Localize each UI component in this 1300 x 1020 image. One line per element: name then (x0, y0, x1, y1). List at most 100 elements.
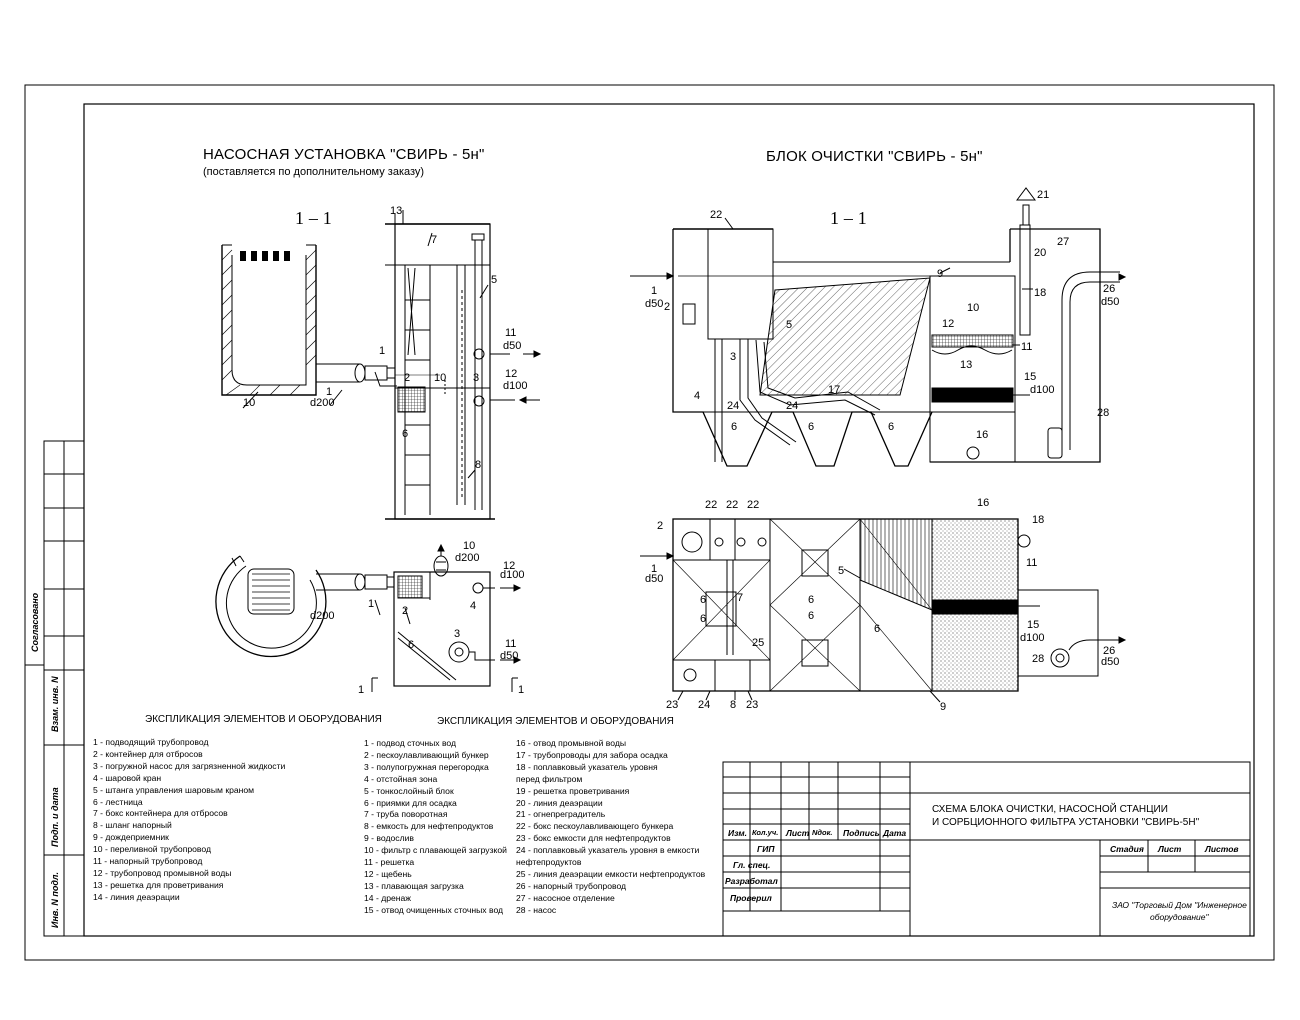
tb-col-izm: Изм. (728, 828, 747, 838)
legend-item: 4 - отстойная зона (364, 773, 438, 784)
callout-24c: 24 (727, 400, 739, 412)
title-block (722, 761, 1251, 937)
legend-item: 7 - бокс контейнера для отбросов (93, 808, 228, 819)
plan-inlet-d50: d50 (645, 573, 664, 585)
sidebar-stamp (25, 440, 85, 937)
tb-role-razr: Разработал (725, 876, 778, 886)
pump-section-view (221, 210, 542, 520)
legend-item: перед фильтром (516, 773, 583, 784)
callout-1b: 1 (326, 386, 332, 398)
callout-3: 3 (473, 372, 479, 384)
callout-p11: 11 (505, 638, 516, 650)
legend-item: 15 - отвод очищенных сточных вод (364, 904, 504, 915)
callout-21: 21 (1037, 189, 1049, 201)
callout-20: 20 (1034, 247, 1046, 259)
legend-item: 13 - решетка для проветривания (93, 879, 224, 890)
callout-22: 22 (710, 209, 722, 221)
legend-item: 11 - напорный трубопровод (93, 856, 203, 867)
callout-22p3: 22 (747, 499, 759, 511)
legend-item: 16 - отвод промывной воды (516, 738, 627, 748)
callout-8: 8 (475, 459, 481, 471)
callout-10b: 10 (243, 397, 255, 409)
callout-p3: 3 (454, 628, 460, 640)
legend-item: 3 - полупогружная перегородка (364, 761, 489, 772)
pump-plan-view (215, 543, 522, 692)
pump-section-label: 1 – 1 (295, 208, 332, 228)
callout-p6: 6 (408, 639, 414, 651)
callout-2c: 2 (664, 301, 670, 313)
pump-pipe-d200: d200 (310, 397, 335, 409)
pump-plan-d50: d50 (500, 650, 519, 662)
legend-item: 4 - шаровой кран (93, 772, 162, 783)
legend-item: 5 - штанга управления шаровым краном (93, 784, 255, 795)
callout-27: 27 (1057, 236, 1069, 248)
legend-item: 13 - плавающая загрузка (364, 880, 464, 891)
callout-16c: 16 (976, 429, 988, 441)
callout-10: 10 (434, 372, 446, 384)
block-title: БЛОК ОЧИСТКИ "СВИРЬ - 5н" (766, 148, 983, 165)
callout-1p: 1 (651, 563, 657, 575)
callout-2: 2 (404, 372, 410, 384)
block-outlet-d50: d50 (1101, 296, 1120, 308)
callout-sec1a: 1 (358, 684, 364, 696)
callout-6p4: 6 (808, 610, 814, 622)
tb-stadia: Стадия (1110, 844, 1144, 854)
callout-4c: 4 (694, 390, 700, 402)
legend-item: 11 - решетка (364, 857, 415, 868)
block-plan-view (640, 518, 1127, 703)
callout-7: 7 (431, 234, 437, 246)
tb-company-1: ЗАО "Торговый Дом "Инженерное (1112, 900, 1247, 910)
callout-11c: 11 (1021, 341, 1032, 353)
legend-item: 6 - лестница (93, 796, 143, 807)
legend-item: 12 - трубопровод промывной воды (93, 867, 232, 878)
callout-13c: 13 (960, 359, 972, 371)
legend-item: 1 - подвод сточных вод (364, 738, 457, 748)
callout-26c: 26 (1103, 283, 1115, 295)
callout-1: 1 (379, 345, 385, 357)
callout-18p: 18 (1032, 514, 1044, 526)
legend-item: 8 - шланг напорный (93, 820, 172, 831)
callout-6p5: 6 (874, 623, 880, 635)
callout-p10: 10 (463, 540, 475, 552)
callout-5p: 5 (838, 565, 844, 577)
callout-12c: 12 (942, 318, 954, 330)
callout-13: 13 (390, 205, 402, 217)
plan-outlet-d50: d50 (1101, 656, 1120, 668)
pump-pipe-d50: d50 (503, 340, 522, 352)
drawing-description-2: И СОРБЦИОННОГО ФИЛЬТРА УСТАНОВКИ "СВИРЬ-… (932, 817, 1200, 828)
legend-item: 2 - контейнер для отбросов (93, 748, 203, 759)
callout-2p: 2 (657, 520, 663, 532)
block-section-label: 1 – 1 (830, 208, 867, 228)
callout-p2: 2 (402, 605, 408, 617)
callout-7p: 7 (737, 592, 743, 604)
block-outlet-d100: d100 (1030, 384, 1055, 396)
block-legend-col1: 1 - подвод сточных вод 2 - пескоулавлива… (364, 738, 507, 917)
block-inlet-d50: d50 (645, 298, 664, 310)
callout-15p: 15 (1027, 619, 1039, 631)
callout-6p1: 6 (700, 594, 706, 606)
callout-8p: 8 (730, 699, 736, 711)
tb-col-data: Дата (883, 828, 907, 838)
block-legend-col2: 16 - отвод промывной воды 17 - трубопров… (516, 738, 705, 917)
callout-22p2: 22 (726, 499, 738, 511)
legend-item: 24 - поплавковый указатель уровня в емко… (516, 845, 700, 856)
pump-plan-d200: d200 (310, 610, 335, 622)
legend-item: 23 - бокс емкости для нефтепродуктов (516, 833, 671, 844)
callout-6c3: 6 (888, 421, 894, 433)
callout-24d: 24 (786, 400, 798, 412)
callout-6c2: 6 (808, 421, 814, 433)
callout-5c: 5 (786, 319, 792, 331)
legend-item: 22 - бокс пескоулавливающего бункера (516, 821, 674, 832)
callout-16p: 16 (977, 497, 989, 509)
tb-role-gl: Гл. спец. (733, 860, 771, 870)
tb-col-ndok: Nдок. (812, 828, 833, 837)
tb-col-kol: Кол.уч. (752, 828, 779, 837)
legend-item: 9 - дождеприемник (93, 832, 169, 843)
pump-subtitle: (поставляется по дополнительному заказу) (203, 166, 425, 178)
legend-item: 21 - огнепреградитель (516, 809, 606, 820)
pump-legend: 1 - подводящий трубопровод 2 - контейнер… (93, 737, 285, 904)
callout-6p3: 6 (808, 594, 814, 606)
legend-item: 28 - насос (516, 904, 557, 915)
tb-col-list: Лист (786, 828, 810, 838)
